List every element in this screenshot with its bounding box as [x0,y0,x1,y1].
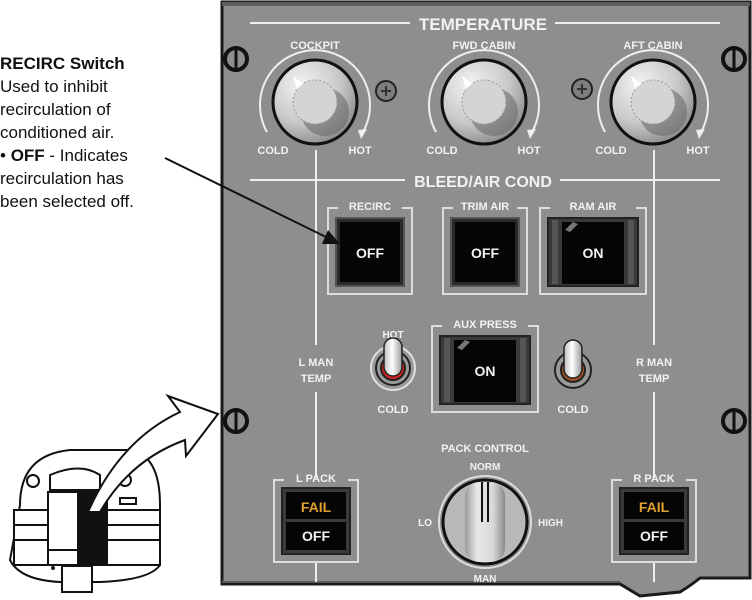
callout-line: conditioned air. [0,123,115,142]
fail-light: FAIL [639,499,670,515]
mount-screw-icon [223,46,249,72]
knob-cold-label: COLD [257,145,288,157]
knob-label: COCKPIT [290,40,340,52]
knob-cold-label: COLD [426,145,457,157]
off-light: OFF [302,528,330,544]
aft-cabin-temp-knob[interactable]: AFT CABIN COLD HOT [595,40,709,157]
callout-bullet-text: - Indicates [44,146,128,165]
pack-norm-label: NORM [470,462,501,473]
switch-label: R PACK [633,473,674,485]
phillips-screw-icon [571,78,593,100]
callout-line: Used to inhibit [0,77,108,96]
overhead-locator-inset [8,449,161,593]
fail-light: FAIL [301,499,332,515]
recirc-switch[interactable]: RECIRC OFF [327,201,413,295]
callout-line: recirculation has [0,169,124,188]
bleed-air-cond-header: BLEED/AIR COND [414,174,552,191]
r-man-temp-toggle[interactable]: COLD [554,339,592,416]
switch-state: ON [583,245,604,261]
phillips-screw-icon [375,80,397,102]
mount-screw-icon [721,46,747,72]
r-pack-switch[interactable]: R PACK FAIL OFF [611,473,697,563]
callout-line: been selected off. [0,192,134,211]
pack-lo-label: LO [418,518,432,529]
l-man-temp-label: TEMP [301,373,332,385]
callout-bullet-term: OFF [10,146,45,165]
knob-hot-label: HOT [517,145,541,157]
ram-air-switch[interactable]: RAM AIR ON [539,201,647,295]
temperature-header: TEMPERATURE [419,15,547,34]
knob-hot-label: HOT [686,145,710,157]
knob-label: AFT CABIN [623,40,682,52]
pack-high-label: HIGH [538,518,563,529]
r-man-temp-label: TEMP [639,373,670,385]
mount-screw-icon [721,408,747,434]
pack-control-label: PACK CONTROL [441,443,529,455]
mount-screw-icon [223,408,249,434]
switch-label: RECIRC [349,201,391,213]
callout-title: RECIRC Switch [0,54,125,73]
pack-control-selector[interactable]: PACK CONTROL NORM LO HIGH MAN [418,443,563,585]
switch-state: OFF [471,245,499,261]
switch-label: TRIM AIR [461,201,510,213]
toggle-hot-label: HOT [382,330,403,341]
switch-label: AUX PRESS [453,319,517,331]
callout-leader-arrow [164,157,340,244]
switch-label: RAM AIR [570,201,617,213]
toggle-cold-label: COLD [557,404,588,416]
knob-hot-label: HOT [348,145,372,157]
r-man-temp-label: R MAN [636,357,672,369]
switch-state: ON [475,363,496,379]
knob-label: FWD CABIN [453,40,516,52]
aux-press-switch[interactable]: AUX PRESS ON [431,319,539,413]
switch-state: OFF [356,245,384,261]
locator-arrow [86,393,220,513]
cockpit-temp-knob[interactable]: COCKPIT COLD HOT [257,40,371,157]
callout-bullet: • OFF - Indicates [0,146,128,165]
trim-air-switch[interactable]: TRIM AIR OFF [442,201,528,295]
l-man-temp-label: L MAN [299,357,334,369]
off-light: OFF [640,528,668,544]
switch-label: L PACK [296,473,336,485]
callout-line: recirculation of [0,100,111,119]
knob-cold-label: COLD [595,145,626,157]
fwd-cabin-temp-knob[interactable]: FWD CABIN COLD HOT [426,40,540,157]
l-pack-switch[interactable]: L PACK FAIL OFF [273,473,359,563]
pack-man-label: MAN [474,574,497,585]
recirc-callout: RECIRC Switch Used to inhibit recirculat… [0,52,215,213]
l-man-temp-toggle[interactable]: HOT COLD [370,330,416,416]
panel-body [220,0,752,598]
toggle-cold-label: COLD [377,404,408,416]
